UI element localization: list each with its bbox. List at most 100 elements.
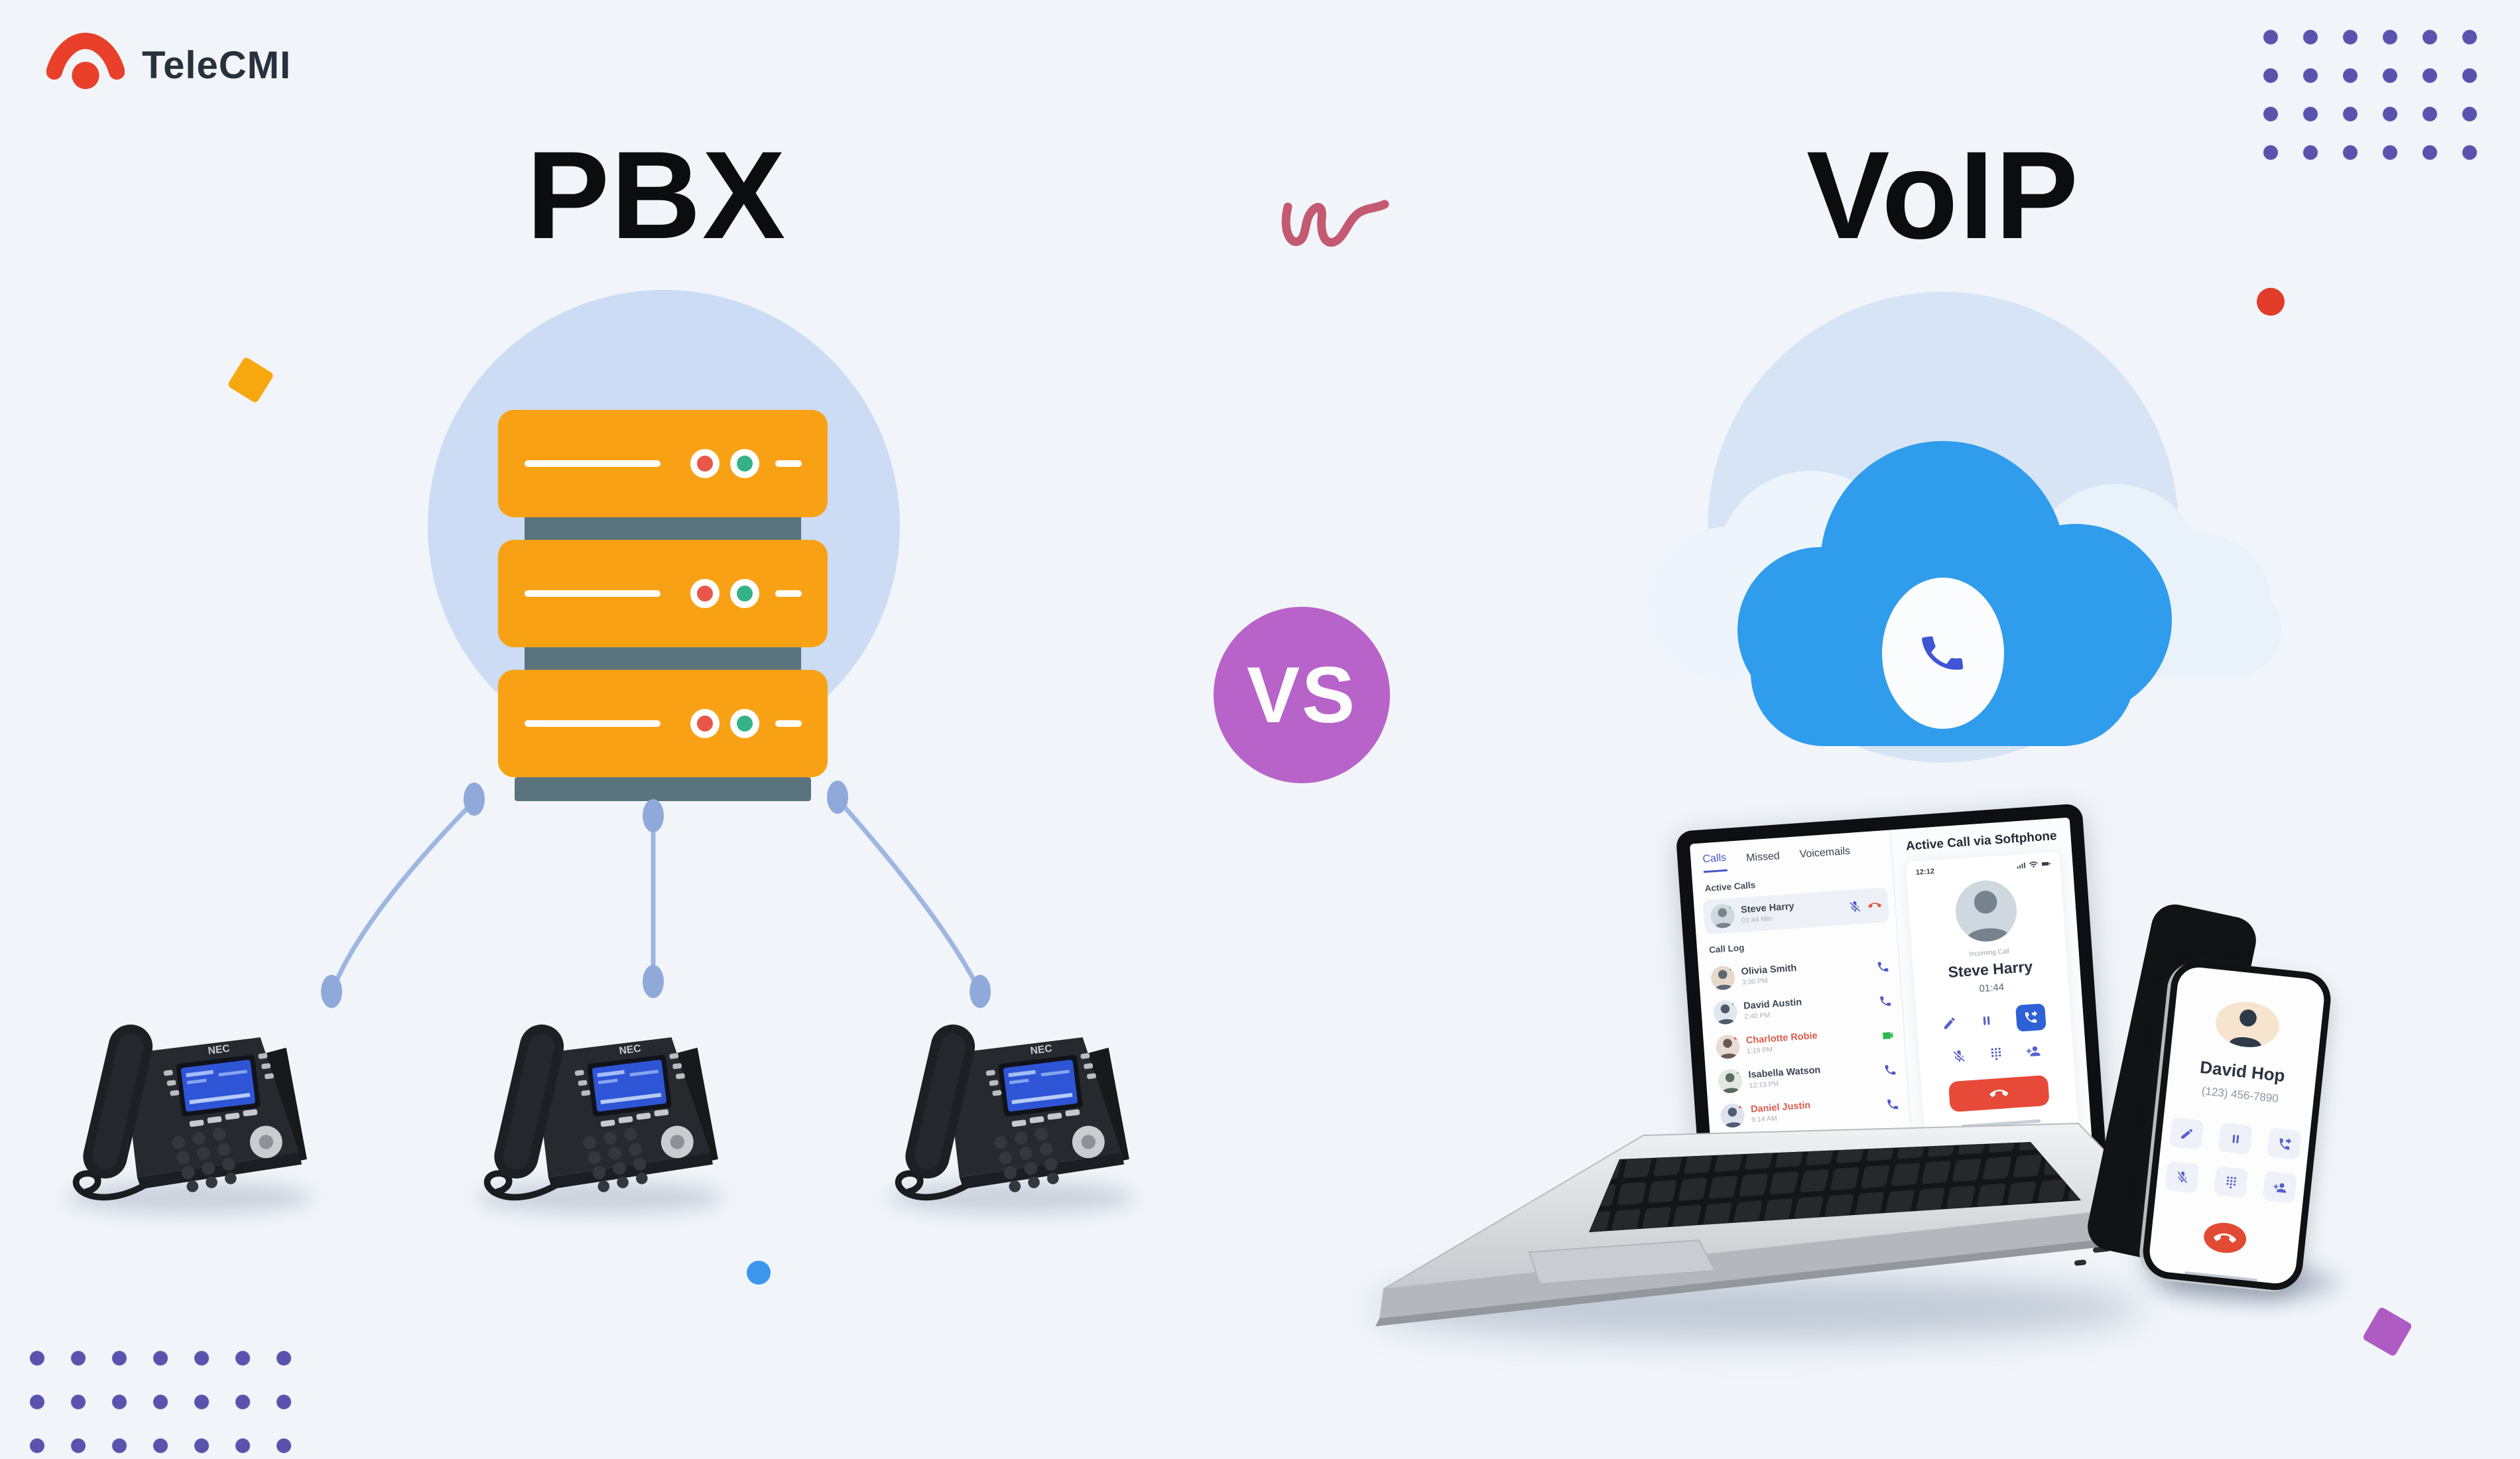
pbx-heading: PBX xyxy=(526,125,787,265)
smartphone: David Hop (123) 456-7890 xyxy=(2140,958,2334,1293)
voip-cloud-illustration xyxy=(1648,292,2281,763)
server-slot-line xyxy=(525,590,661,597)
phone-icon[interactable] xyxy=(1883,1063,1897,1077)
active-call-card: 12:12 Incoming Call Steve Harry 01:44 xyxy=(1905,851,2079,1139)
avatar: ↗ xyxy=(1712,999,1738,1025)
desk-phone-2 xyxy=(458,989,743,1208)
add-person-icon xyxy=(2272,1180,2287,1195)
server-unit-1 xyxy=(498,410,828,517)
avatar: ↗ xyxy=(1710,965,1736,991)
blue-dot-shape xyxy=(747,1261,771,1285)
scribble-decoration-icon xyxy=(1281,200,1389,247)
cloud-phone-icon xyxy=(1922,636,1964,670)
softphone-tabs: Calls Missed Voicemails xyxy=(1702,841,1883,873)
red-dot-shape xyxy=(2257,288,2285,316)
server-dash xyxy=(775,590,802,597)
desk-phone-3 xyxy=(869,989,1154,1208)
mic-off-icon xyxy=(2174,1169,2190,1184)
edit-icon[interactable] xyxy=(1942,1015,1957,1031)
desk-phone-1 xyxy=(46,989,332,1208)
transfer-call-button[interactable] xyxy=(2015,1003,2047,1032)
server-dash xyxy=(775,720,802,727)
server-led-red xyxy=(690,449,720,478)
edit-button[interactable] xyxy=(2169,1117,2204,1150)
vs-text: VS xyxy=(1246,651,1357,739)
dot-grid-top-right xyxy=(2263,29,2500,182)
server-led-green xyxy=(730,579,759,608)
hold-button[interactable] xyxy=(2218,1122,2253,1155)
mic-off-icon[interactable] xyxy=(1952,1048,1967,1064)
phone-down-icon xyxy=(2212,1226,2237,1250)
dialpad-icon xyxy=(2223,1174,2238,1190)
smartphone-call-screen: David Hop (123) 456-7890 xyxy=(2147,965,2326,1286)
server-unit-2 xyxy=(498,540,828,647)
mic-off-icon[interactable] xyxy=(1848,900,1862,914)
laptop-trackpad xyxy=(1528,1239,1716,1285)
caller-avatar xyxy=(1954,878,2019,944)
hold-icon[interactable] xyxy=(1979,1013,1994,1028)
end-call-button[interactable] xyxy=(2202,1220,2248,1255)
add-person-icon[interactable] xyxy=(2025,1044,2041,1059)
server-led-green xyxy=(730,709,759,738)
amber-square-shape xyxy=(227,356,275,404)
server-led-green xyxy=(730,449,759,478)
tab-missed[interactable]: Missed xyxy=(1745,850,1781,864)
tab-calls[interactable]: Calls xyxy=(1702,852,1728,873)
dialpad-icon[interactable] xyxy=(1988,1046,2003,1061)
avatar: ✓ xyxy=(1710,903,1735,929)
server-slot-line xyxy=(525,720,661,727)
call-timer: 01:44 xyxy=(1978,982,2005,995)
caller-name: Steve Harry xyxy=(1947,958,2033,981)
end-call-icon[interactable] xyxy=(1868,899,1882,913)
server-led-red xyxy=(690,709,720,738)
caller-name: David Hop xyxy=(2199,1056,2287,1086)
outgoing-badge-icon: ↗ xyxy=(1735,1068,1743,1076)
server-spacer xyxy=(525,517,801,540)
vs-badge: VS xyxy=(1214,607,1390,783)
voip-heading: VoIP xyxy=(1806,125,2080,265)
purple-square-shape xyxy=(2362,1306,2413,1358)
phone-icon[interactable] xyxy=(1879,994,1893,1008)
add-person-button[interactable] xyxy=(2262,1171,2297,1204)
active-call-panel: Active Call via Softphone 12:12 Incoming xyxy=(1891,817,2093,1164)
laptop-base xyxy=(1375,1122,2160,1326)
dialpad-button[interactable] xyxy=(2213,1166,2249,1198)
missed-badge-icon: ↙ xyxy=(1732,1034,1741,1042)
server-dash xyxy=(775,460,802,467)
active-badge-icon: ✓ xyxy=(1728,903,1735,911)
dot-grid-bottom-left xyxy=(29,1350,310,1459)
status-time: 12:12 xyxy=(1915,867,1935,877)
server-slot-line xyxy=(525,460,661,467)
status-bar: 12:12 xyxy=(1915,859,2050,877)
end-call-button[interactable] xyxy=(1948,1074,2050,1113)
panel-title: Active Call via Softphone xyxy=(1905,829,2058,854)
call-state-label: Incoming Call xyxy=(1968,948,2010,958)
logo-text: TeleCMI xyxy=(142,43,292,87)
server-led-red xyxy=(690,579,720,608)
home-indicator xyxy=(2184,1271,2257,1282)
active-call-row[interactable]: ✓ Steve Harry 01:44 Min xyxy=(1702,887,1890,935)
tab-voicemails[interactable]: Voicemails xyxy=(1799,845,1851,861)
transfer-button[interactable] xyxy=(2267,1127,2302,1161)
outgoing-badge-icon: ↗ xyxy=(1728,965,1736,974)
missed-badge-icon: ↙ xyxy=(1737,1102,1745,1111)
edit-icon xyxy=(2179,1126,2194,1141)
pause-icon xyxy=(2228,1131,2243,1146)
video-icon[interactable] xyxy=(1881,1029,1895,1043)
wifi-icon xyxy=(2029,859,2039,869)
outgoing-badge-icon: ↗ xyxy=(1730,999,1738,1007)
phone-down-icon xyxy=(1989,1084,2009,1104)
phone-icon[interactable] xyxy=(1886,1098,1900,1111)
server-unit-3 xyxy=(498,670,828,777)
server-spacer xyxy=(525,647,801,670)
phone-forward-icon xyxy=(2277,1136,2292,1151)
mute-button[interactable] xyxy=(2165,1161,2200,1194)
avatar: ↙ xyxy=(1715,1034,1741,1060)
caller-avatar xyxy=(2213,999,2282,1050)
avatar: ↗ xyxy=(1717,1068,1743,1094)
telecmi-phone-icon xyxy=(46,32,125,90)
pbx-connection-lines xyxy=(321,781,991,1008)
signal-icon xyxy=(2016,860,2026,870)
phone-icon[interactable] xyxy=(1876,960,1890,974)
